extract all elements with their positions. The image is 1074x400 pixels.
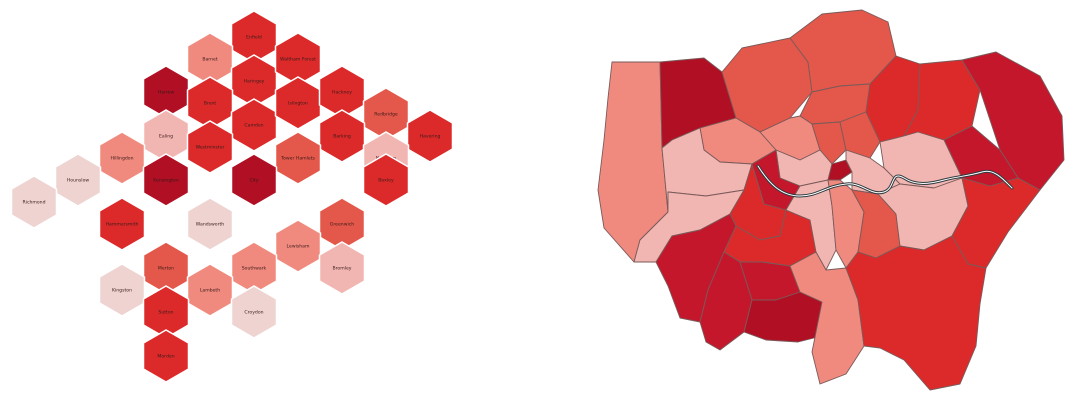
hex-cell <box>274 76 322 130</box>
hex-city: City <box>230 153 278 207</box>
hex-bexley: Bexley <box>362 153 410 207</box>
hex-label: Westminster <box>196 145 225 151</box>
hex-label: Bexley <box>378 178 394 184</box>
hex-label: Hillingdon <box>110 156 133 162</box>
hex-waltham-forest: Waltham Forest <box>274 32 322 86</box>
hex-cell <box>186 197 234 251</box>
hex-label: Barnet <box>202 57 218 63</box>
hex-sutton: Sutton <box>142 285 190 339</box>
hex-kensington: Kensington <box>142 153 190 207</box>
hex-westminster: Westminster <box>186 120 234 174</box>
hex-label: Hammersmith <box>106 222 139 228</box>
hex-cell <box>98 197 146 251</box>
hex-label: Kensington <box>153 178 179 184</box>
region-hackney <box>839 111 881 159</box>
hex-label: Wandsworth <box>196 222 225 228</box>
hex-label: Merton <box>158 266 174 272</box>
hex-label: Richmond <box>22 200 45 206</box>
hex-label: Barking <box>333 134 351 140</box>
borough-regions <box>597 9 1065 391</box>
hex-hammersmith: Hammersmith <box>98 197 146 251</box>
hex-label: Tower Hamlets <box>280 156 315 162</box>
hex-label: Enfield <box>246 35 262 41</box>
hex-label: Hackney <box>332 90 352 96</box>
region-bexley <box>951 177 1041 269</box>
hex-label: Harrow <box>158 90 175 96</box>
hex-cell <box>142 153 190 207</box>
hex-cell <box>230 153 278 207</box>
hex-cell <box>142 285 190 339</box>
region-croydon <box>789 251 865 385</box>
hex-label: Morden <box>157 354 174 360</box>
hex-cell <box>142 329 190 383</box>
hex-label: Bromley <box>332 266 351 272</box>
hex-wandsworth: Wandsworth <box>186 197 234 251</box>
hex-label: Redbridge <box>374 112 398 118</box>
hex-cell <box>274 32 322 86</box>
hex-cell <box>362 153 410 207</box>
hex-label: Camden <box>244 123 263 129</box>
hex-label: Croydon <box>244 310 263 316</box>
region-havering <box>961 51 1065 191</box>
hex-bromley: Bromley <box>318 241 366 295</box>
region-bromley <box>845 235 987 391</box>
hex-label: Brent <box>204 101 217 107</box>
hex-cell <box>318 241 366 295</box>
region-islington <box>811 121 847 165</box>
hex-label: City <box>249 178 258 184</box>
hex-label: Southwark <box>242 266 267 272</box>
hex-cell <box>230 285 278 339</box>
thames-river <box>756 164 1014 198</box>
region-city <box>827 159 853 181</box>
hex-label: Islington <box>288 101 308 107</box>
hex-label: Waltham Forest <box>280 57 316 63</box>
hex-islington: Islington <box>274 76 322 130</box>
hex-label: Havering <box>420 134 441 140</box>
hex-label: Ealing <box>159 134 173 140</box>
hex-croydon: Croydon <box>230 285 278 339</box>
hex-morden: Morden <box>142 329 190 383</box>
hex-label: Haringey <box>244 79 265 85</box>
hex-label: Lewisham <box>287 244 310 250</box>
hex-richmond: Richmond <box>10 175 58 229</box>
hex-cell <box>186 120 234 174</box>
hex-label: Hounslow <box>67 178 90 184</box>
hex-label: Greenwich <box>330 222 354 228</box>
hex-cell <box>10 175 58 229</box>
hex-label: Lambeth <box>200 288 220 294</box>
hex-label: Sutton <box>158 310 173 316</box>
hex-label: Kingston <box>112 288 132 294</box>
